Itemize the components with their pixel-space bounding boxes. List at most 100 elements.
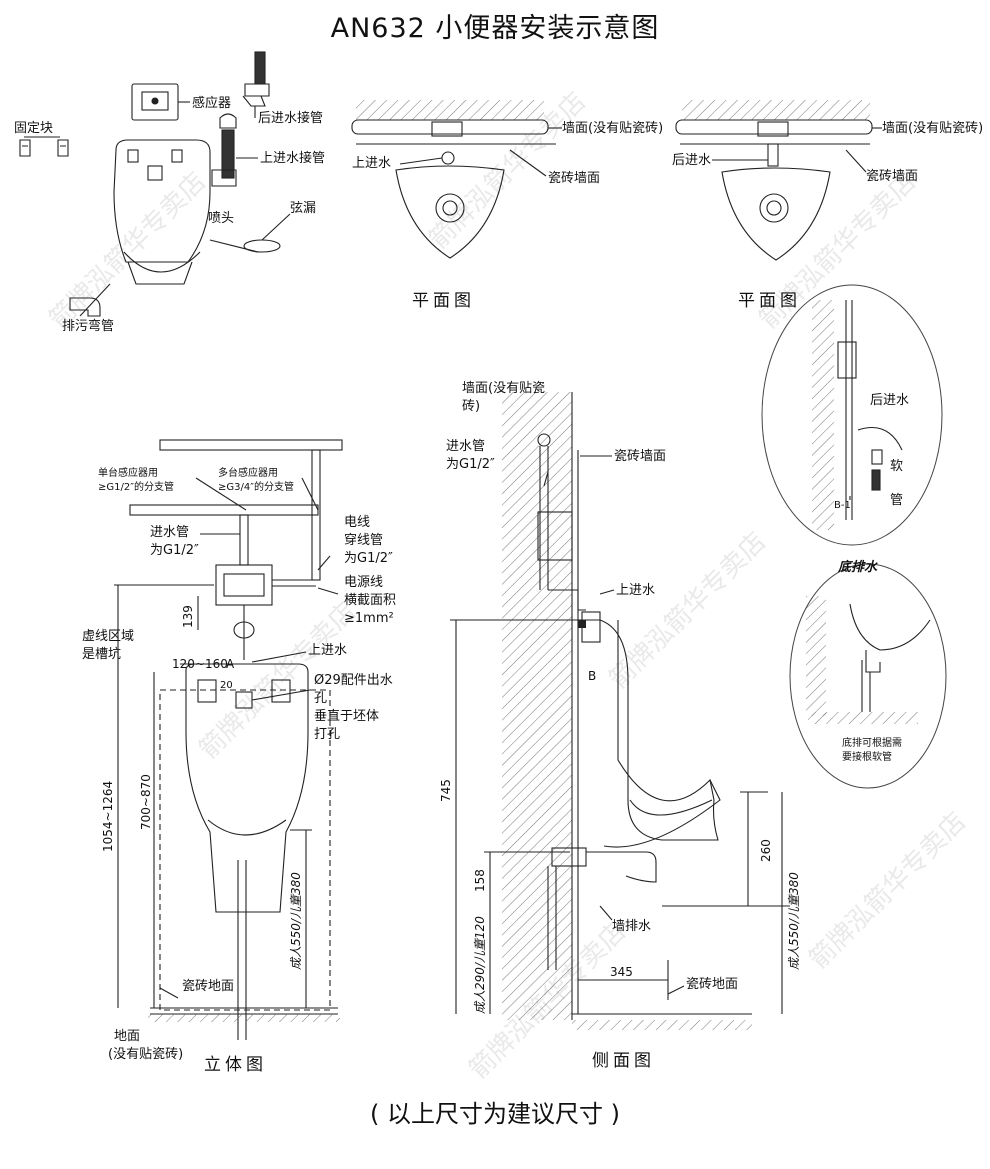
- mark-b: B: [588, 669, 596, 683]
- plan-top-tile-wall-label: 瓷砖墙面: [548, 171, 600, 186]
- label-inlet-pipe-1: 进水管: [150, 525, 189, 540]
- leader: [301, 477, 319, 511]
- side-top-inlet-label: 上进水: [616, 583, 655, 598]
- mark-a: A: [226, 657, 235, 671]
- leader: [79, 283, 111, 317]
- side-inlet-pipe-1: 进水管: [446, 439, 485, 454]
- front-sensor-window: [223, 573, 265, 597]
- inlet-hole: [147, 165, 163, 181]
- label-power-3: ≥1mm²: [344, 611, 394, 626]
- leader: [261, 213, 291, 241]
- urinal-foot-profile: [603, 779, 721, 848]
- label-sensor: 感应器: [192, 95, 231, 111]
- urinal-side-outline: [599, 619, 719, 841]
- valve-body: [837, 341, 857, 379]
- plan-rear-inlet: 墙面(没有贴瓷砖) 后进水 瓷砖墙面 平面图: [672, 100, 983, 311]
- leader: [317, 587, 339, 595]
- label-spray-head: 喷头: [208, 211, 234, 226]
- leader: [845, 149, 867, 173]
- label-inlet-pipe-2: 为G1/2″: [150, 543, 199, 558]
- label-top-inlet: 上进水: [308, 643, 347, 658]
- label-fixing-block: 固定块: [14, 121, 53, 136]
- plan-top-caption: 平面图: [412, 291, 475, 311]
- inlet-pipe: [239, 514, 249, 566]
- detail-hose-label-2: 管: [890, 493, 903, 508]
- valve-connector: [233, 621, 255, 639]
- leader: [251, 651, 307, 663]
- hose: [871, 469, 881, 491]
- side-caption: 侧面图: [592, 1051, 655, 1071]
- detail-hose-label-1: 软: [890, 459, 903, 474]
- label-outlet-4: 打孔: [314, 727, 340, 742]
- dim-700-870: 700~870: [139, 774, 153, 830]
- leader: [543, 471, 549, 487]
- urinal-basin: [123, 251, 201, 273]
- top-inlet-elbow: [211, 169, 237, 187]
- leader: [195, 477, 247, 511]
- plan-rear-tile-wall-label: 瓷砖墙面: [866, 169, 918, 184]
- bowl-edge: [857, 426, 903, 451]
- front-caption: 立体图: [204, 1055, 267, 1075]
- top-inlet-cap: [219, 113, 237, 129]
- detail-mark-b1: B-1: [834, 500, 851, 511]
- valve-box: [757, 121, 789, 137]
- drain-inner: [766, 200, 782, 216]
- plan-top-wall-label: 墙面(没有贴瓷砖): [562, 121, 663, 136]
- supply-pipe: [675, 119, 873, 135]
- urinal-foot: [127, 261, 193, 285]
- rear-inlet-pipe: [254, 51, 266, 85]
- dim-139: 139: [181, 605, 195, 628]
- floor-hatch: [148, 1014, 340, 1022]
- label-groove-2: 是槽坑: [82, 647, 121, 662]
- drain-outer: [435, 193, 465, 223]
- label-power-1: 电源线: [344, 575, 383, 590]
- floor-hatch: [572, 1020, 752, 1030]
- bowl-inner: [629, 799, 713, 816]
- leader: [667, 985, 685, 995]
- leader: [599, 589, 615, 595]
- label-outlet-1: Ø29配件出水: [314, 673, 393, 688]
- mount-slot: [171, 149, 183, 163]
- front-view: 单台感应器用 ≥G1/2″的分支管 多台感应器用 ≥G3/4″的分支管 进水管 …: [82, 439, 396, 1075]
- plan-rear-wall-label: 墙面(没有贴瓷砖): [882, 121, 983, 136]
- rear-inlet-nut: [242, 95, 266, 107]
- watermark-text: 箭牌泓箭华专卖店: [804, 807, 972, 975]
- leader: [399, 157, 443, 165]
- label-tile-floor: 瓷砖地面: [182, 979, 234, 994]
- detail-floor-drain: 底排水 底排可根据需 要接根软管: [789, 559, 947, 789]
- label-multi-sensor-1: 多台感应器用: [218, 466, 278, 479]
- urinal-plan-outline: [395, 165, 505, 259]
- groove-area: [159, 689, 331, 1011]
- label-single-sensor-2: ≥G1/2″的分支管: [98, 480, 174, 493]
- mount-slot-left: [197, 679, 217, 703]
- parts-labels: 感应器 后进水接管 固定块 上进水接管 喷头 弦漏 排污弯管: [14, 95, 325, 334]
- fixing-block-right: [57, 139, 69, 157]
- side-wall-drain-label: 墙排水: [612, 919, 651, 934]
- label-floor-2: (没有贴瓷砖): [108, 1047, 183, 1062]
- basin-curve: [207, 819, 287, 836]
- sensor-window: [141, 91, 169, 111]
- dim-745: 745: [439, 779, 453, 802]
- detail-circle: [761, 284, 943, 546]
- detail-rear-inlet-label: 后进水: [870, 393, 909, 408]
- top-inlet-pipe: [221, 129, 235, 179]
- side-inlet-pipe-2: 为G1/2″: [446, 457, 495, 472]
- detail-rear-inlet: 后进水 软 管 B-1: [761, 284, 943, 546]
- label-top-inlet-fitting: 上进水接管: [260, 150, 325, 166]
- drain-outer: [759, 193, 789, 223]
- watermark-text: 箭牌泓箭华专卖店: [604, 527, 772, 695]
- drain-inner: [442, 200, 458, 216]
- dim-550-380-side: 成人550/儿童380: [787, 872, 801, 970]
- label-conduit-2: 穿线管: [344, 532, 383, 548]
- side-wall-label-1: 墙面(没有贴瓷: [462, 381, 545, 396]
- sensor-eye: [151, 97, 159, 105]
- label-rear-inlet-fitting: 后进水接管: [258, 110, 323, 126]
- urinal-plan-outline: [721, 167, 831, 261]
- wall-drain-socket: [551, 847, 587, 867]
- dim-20: 20: [220, 680, 233, 691]
- mount-slot-right: [271, 679, 291, 703]
- rear-inlet-connector: [767, 143, 779, 167]
- dim-260: 260: [759, 839, 773, 862]
